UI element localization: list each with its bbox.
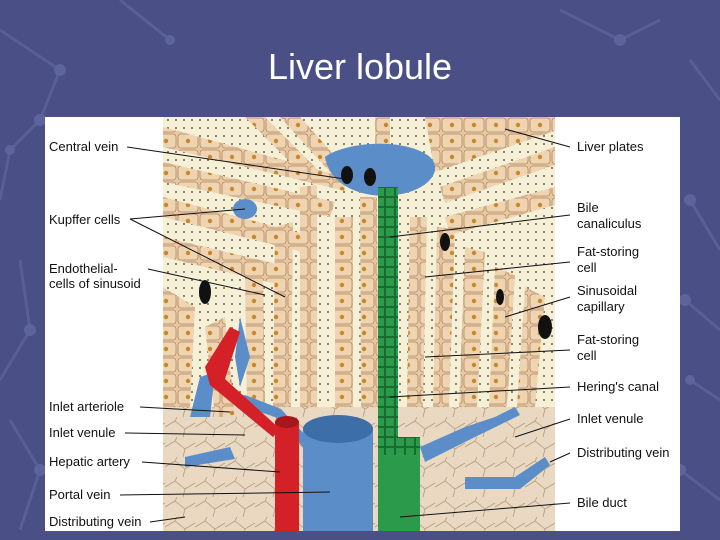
label-distributing-vein-right: Distributing vein: [577, 445, 670, 460]
liver-lobule-figure: Central vein Kupffer cells Endothelial- …: [45, 117, 680, 531]
slide-title: Liver lobule: [267, 46, 453, 87]
label-bile-canaliculus-line1: Bile: [577, 200, 599, 215]
label-sinusoidal-line2: capillary: [577, 299, 625, 314]
liver-lobule-illustration: [119, 117, 571, 531]
label-fat-storing-2-line2: cell: [577, 348, 597, 363]
label-inlet-venule-right: Inlet venule: [577, 411, 644, 426]
label-inlet-venule-left: Inlet venule: [49, 425, 116, 440]
label-central-vein: Central vein: [49, 139, 119, 154]
label-bile-canaliculus-line2: canaliculus: [577, 216, 642, 231]
label-bile-duct: Bile duct: [577, 495, 627, 510]
label-distributing-vein-left: Distributing vein: [49, 514, 142, 529]
label-portal-vein: Portal vein: [49, 487, 111, 502]
label-sinusoidal-line1: Sinusoidal: [577, 283, 637, 298]
label-herings-canal: Hering's canal: [577, 379, 659, 394]
label-fat-storing-2-line1: Fat-storing: [577, 332, 640, 347]
label-kupffer-cells: Kupffer cells: [49, 212, 121, 227]
label-hepatic-artery: Hepatic artery: [49, 454, 130, 469]
label-liver-plates: Liver plates: [577, 139, 644, 154]
label-fat-storing-1-line2: cell: [577, 260, 597, 275]
label-endothelial-line1: Endothelial-: [49, 261, 118, 276]
label-fat-storing-1-line1: Fat-storing: [577, 244, 640, 259]
label-inlet-arteriole: Inlet arteriole: [49, 399, 125, 414]
label-endothelial-line2: cells of sinusoid: [49, 276, 141, 291]
